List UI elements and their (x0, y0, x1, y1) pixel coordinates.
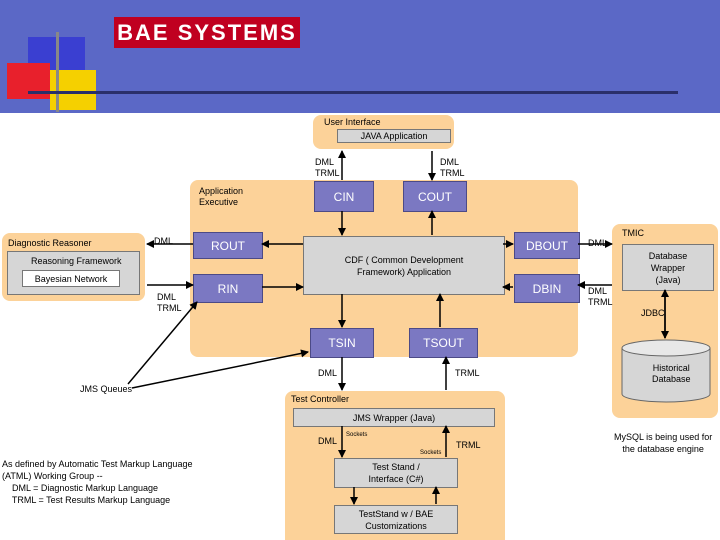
user-interface-title: User Interface (324, 117, 381, 127)
sockets-label-2: Sockets (420, 450, 442, 456)
dml-trml-label-ui-left: DML TRML (315, 157, 340, 178)
tmic-title: TMIC (622, 228, 644, 238)
header-horizontal-line (28, 91, 678, 94)
jdbc-label: JDBC (641, 308, 665, 318)
atml-definition-note: As defined by Automatic Test Markup Lang… (2, 459, 193, 505)
java-application-box: JAVA Application (337, 129, 451, 143)
cdf-application-box: CDF ( Common Development Framework) Appl… (303, 236, 505, 295)
jms-wrapper-box: JMS Wrapper (Java) (293, 408, 495, 427)
tsin-box: TSIN (310, 328, 374, 358)
reasoning-framework-label: Reasoning Framework (31, 256, 122, 266)
rin-box: RIN (193, 274, 263, 303)
cin-box: CIN (314, 181, 374, 212)
dml-trml-label-dbin: DML TRML (588, 286, 613, 307)
dml-label-dbout: DML (588, 238, 608, 248)
dml-label-tsin: DML (318, 368, 338, 378)
jms-queues-label: JMS Queues (80, 384, 133, 394)
rout-box: ROUT (193, 232, 263, 259)
dbin-box: DBIN (514, 274, 580, 303)
dbout-box: DBOUT (514, 232, 580, 259)
bae-systems-logo: BAE SYSTEMS (114, 17, 300, 48)
teststand-bae-box: TestStand w / BAE Customizations (334, 505, 458, 534)
dml-trml-label-rin: DML TRML (157, 292, 182, 313)
database-wrapper-box: Database Wrapper (Java) (622, 244, 714, 291)
bayesian-network-box: Bayesian Network (22, 270, 120, 287)
cout-box: COUT (403, 181, 467, 212)
historical-database-cylinder (621, 339, 711, 403)
trml-label-test-controller: TRML (456, 440, 481, 450)
test-stand-interface-box: Test Stand / Interface (C#) (334, 458, 458, 488)
header-vertical-line (56, 32, 59, 112)
historical-database-label: Historical Database (652, 363, 691, 384)
test-controller-title: Test Controller (291, 394, 350, 404)
dml-label-test-controller: DML (318, 436, 338, 446)
trml-label-tsout: TRML (455, 368, 480, 378)
mysql-note: MySQL is being used for the database eng… (614, 432, 713, 454)
diagnostic-reasoner-title: Diagnostic Reasoner (8, 238, 92, 248)
sockets-label-1: Sockets (346, 432, 368, 438)
dml-trml-label-ui-right: DML TRML (440, 157, 465, 178)
application-executive-title: Application Executive (199, 186, 244, 207)
dml-label-rout: DML (154, 236, 174, 246)
